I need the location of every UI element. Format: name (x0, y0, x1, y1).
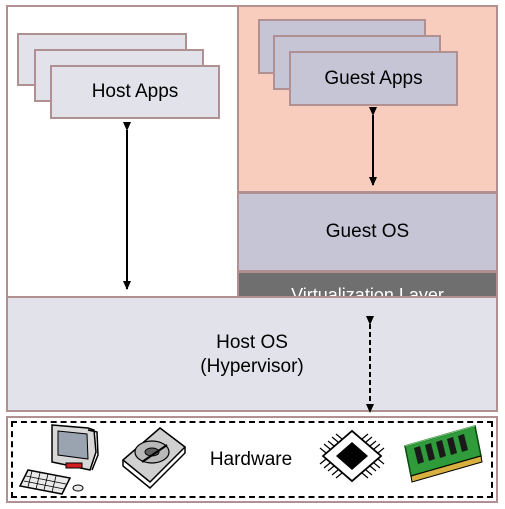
host-apps-box: Host Apps (50, 65, 220, 119)
hardware-dashed-boundary (11, 421, 493, 498)
hardware-label: Hardware (209, 449, 293, 470)
host-apps-label: Host Apps (91, 81, 179, 102)
host-os-box: Host OS (Hypervisor) (6, 296, 498, 412)
guest-apps-label: Guest Apps (324, 68, 423, 89)
guest-os-box: Guest OS (237, 192, 498, 272)
guest-apps-box: Guest Apps (289, 51, 458, 106)
computer-icon (18, 424, 99, 495)
host-os-label: Host OS (216, 332, 288, 353)
guest-os-label: Guest OS (325, 221, 410, 242)
hypervisor-label: (Hypervisor) (200, 356, 304, 377)
cpu-chip-icon (319, 429, 385, 483)
hard-disk-icon (121, 427, 187, 490)
memory-module-icon (404, 425, 483, 483)
